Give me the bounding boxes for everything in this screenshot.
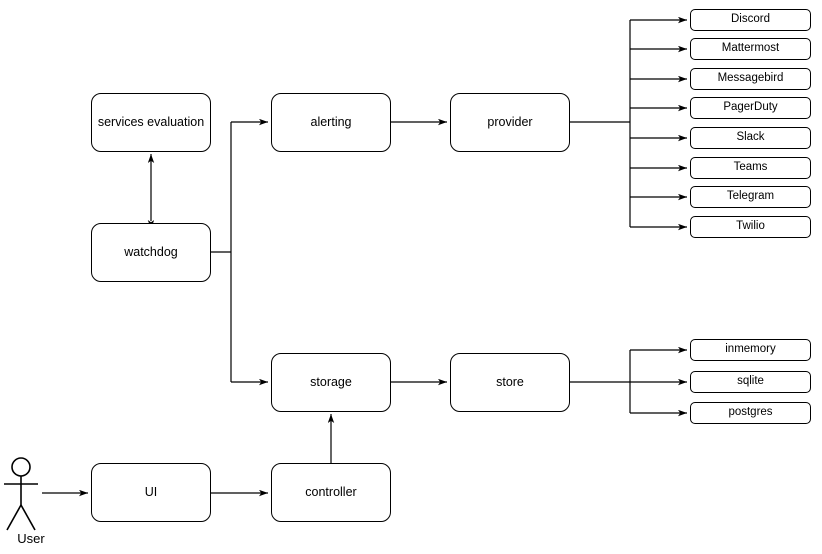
node-provider-mattermost-label: Mattermost	[721, 42, 780, 55]
node-store-label: store	[496, 375, 524, 390]
node-provider-mattermost[interactable]: Mattermost	[690, 38, 811, 60]
node-provider-teams-label: Teams	[733, 161, 768, 174]
node-provider-discord[interactable]: Discord	[690, 9, 811, 31]
node-store[interactable]: store	[450, 353, 570, 412]
node-alerting-label: alerting	[310, 115, 352, 130]
node-provider-slack-label: Slack	[736, 131, 765, 144]
node-provider-telegram[interactable]: Telegram	[690, 186, 811, 208]
node-provider-pagerduty[interactable]: PagerDuty	[690, 97, 811, 119]
node-watchdog[interactable]: watchdog	[91, 223, 211, 282]
node-provider-twilio-label: Twilio	[736, 220, 765, 233]
node-provider-messagebird-label: Messagebird	[717, 72, 784, 85]
node-store-sqlite-label: sqlite	[737, 375, 764, 388]
node-provider-label: provider	[487, 115, 533, 130]
node-provider-teams[interactable]: Teams	[690, 157, 811, 179]
node-store-inmemory[interactable]: inmemory	[690, 339, 811, 361]
node-store-postgres-label: postgres	[728, 406, 773, 419]
node-provider-pagerduty-label: PagerDuty	[723, 101, 778, 114]
node-controller-label: controller	[305, 485, 357, 500]
node-storage-label: storage	[310, 375, 352, 390]
node-controller[interactable]: controller	[271, 463, 391, 522]
node-provider-telegram-label: Telegram	[726, 190, 775, 203]
stick-figure-icon	[4, 457, 38, 531]
node-store-sqlite[interactable]: sqlite	[690, 371, 811, 393]
node-provider-twilio[interactable]: Twilio	[690, 216, 811, 238]
node-store-postgres[interactable]: postgres	[690, 402, 811, 424]
node-watchdog-label: watchdog	[124, 245, 178, 260]
node-services-evaluation[interactable]: services evaluation	[91, 93, 211, 152]
actor-label: User	[17, 531, 45, 546]
node-ui-label: UI	[144, 485, 158, 500]
node-alerting[interactable]: alerting	[271, 93, 391, 152]
node-provider-slack[interactable]: Slack	[690, 127, 811, 149]
node-provider-messagebird[interactable]: Messagebird	[690, 68, 811, 90]
node-services-evaluation-label: services evaluation	[97, 115, 205, 130]
node-provider[interactable]: provider	[450, 93, 570, 152]
node-provider-discord-label: Discord	[731, 13, 770, 26]
node-storage[interactable]: storage	[271, 353, 391, 412]
node-ui[interactable]: UI	[91, 463, 211, 522]
node-store-inmemory-label: inmemory	[725, 343, 776, 356]
